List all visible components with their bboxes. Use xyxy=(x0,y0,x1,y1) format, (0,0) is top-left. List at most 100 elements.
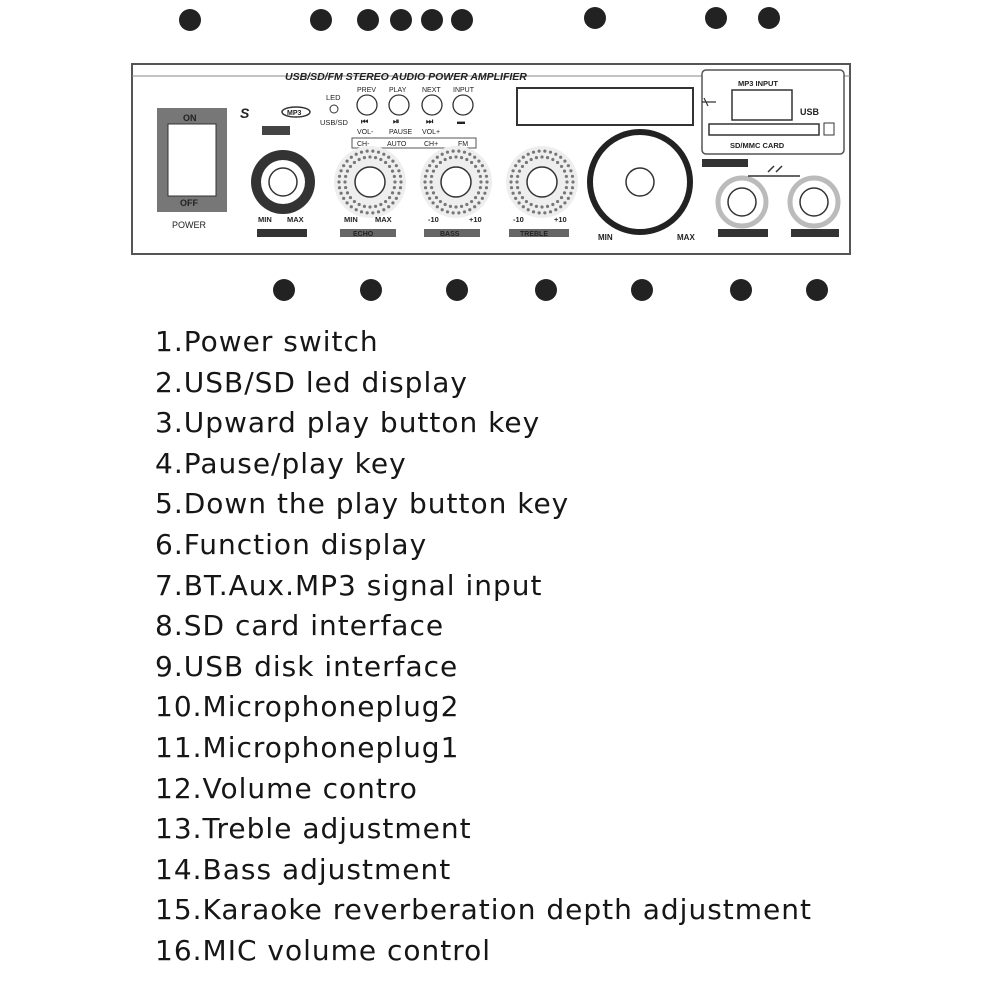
callout-marker-13 xyxy=(535,279,557,301)
callout-number: 2 xyxy=(317,13,324,28)
button-row2-label: AUTO xyxy=(387,141,407,148)
led-label: LED xyxy=(326,93,341,102)
button-bottom-label: VOL- xyxy=(357,129,374,136)
callout-marker-6 xyxy=(451,9,473,31)
mic-jack-label-bar xyxy=(702,159,748,167)
callout-marker-2 xyxy=(310,9,332,31)
callout-marker-15 xyxy=(360,279,382,301)
legend-item: 2.USB/SD led display xyxy=(155,365,468,399)
power-switch[interactable] xyxy=(167,123,217,197)
button-row2-label: CH- xyxy=(357,141,370,148)
callout-number: 10 xyxy=(811,287,823,298)
svg-text:ECHO: ECHO xyxy=(353,231,374,238)
callout-marker-14 xyxy=(446,279,468,301)
svg-text:MP3: MP3 xyxy=(287,110,302,117)
callout-number: 1 xyxy=(186,13,193,28)
button-top-label: NEXT xyxy=(422,87,441,94)
legend-item: 10.Microphoneplug2 xyxy=(155,690,460,724)
callout-marker-5 xyxy=(421,9,443,31)
callout-marker-3 xyxy=(357,9,379,31)
mic1-bar xyxy=(718,229,768,237)
legend-item: 15.Karaoke reverberation depth adjustmen… xyxy=(155,893,812,927)
callout-number: 6 xyxy=(458,13,465,28)
callout-marker-1 xyxy=(179,9,201,31)
callout-marker-16 xyxy=(273,279,295,301)
bass-name-bar xyxy=(424,229,480,237)
treble-name-bar xyxy=(509,229,569,237)
treble-max: +10 xyxy=(554,215,567,224)
treble-min: -10 xyxy=(513,215,524,224)
callout-number: 5 xyxy=(428,13,435,28)
button-top-label: PREV xyxy=(357,87,376,94)
function-button-4[interactable] xyxy=(452,94,474,116)
callout-marker-10 xyxy=(806,279,828,301)
function-button-2[interactable] xyxy=(388,94,410,116)
legend-item: 11.Microphoneplug1 xyxy=(155,730,460,764)
function-button-3[interactable] xyxy=(421,94,443,116)
control-knobs xyxy=(251,129,693,235)
mic-icon xyxy=(262,126,290,135)
power-off-label: OFF xyxy=(180,198,198,208)
callout-number: 15 xyxy=(365,287,377,298)
legend-item: 8.SD card interface xyxy=(155,609,445,643)
mp3-input-label: MP3 INPUT xyxy=(738,79,778,88)
callout-number: 11 xyxy=(736,287,747,298)
function-button-1[interactable] xyxy=(356,94,378,116)
button-symbol-icon: ▬ xyxy=(457,117,465,126)
power-on-label: ON xyxy=(183,113,197,123)
callout-number: 3 xyxy=(364,13,371,28)
callout-marker-4 xyxy=(390,9,412,31)
volume-min: MIN xyxy=(598,233,613,242)
bass-max: +10 xyxy=(469,215,482,224)
mic-symbol-icon xyxy=(748,165,800,177)
legend-item: 13.Treble adjustment xyxy=(155,812,472,846)
button-top-label: PLAY xyxy=(389,87,407,94)
amplifier-front-panel-diagram: USB/SD/FM STEREO AUDIO POWER AMPLIFIER O… xyxy=(131,7,851,301)
sd-card-slot[interactable] xyxy=(708,123,820,136)
callout-number: 7 xyxy=(591,11,598,26)
volume-max: MAX xyxy=(677,233,695,242)
sd-card-label: SD/MMC CARD xyxy=(730,141,785,150)
legend-item: 6.Function display xyxy=(155,527,428,561)
echo-min: MIN xyxy=(344,215,358,224)
usb-port[interactable] xyxy=(731,89,793,121)
callout-marker-9 xyxy=(758,7,780,29)
callout-number: 13 xyxy=(540,287,552,298)
button-top-label: INPUT xyxy=(453,87,475,94)
function-display xyxy=(516,87,694,126)
aux-icon xyxy=(702,97,716,107)
callout-number: 12 xyxy=(636,287,648,298)
usb-label: USB xyxy=(800,107,820,117)
panel-title: USB/SD/FM STEREO AUDIO POWER AMPLIFIER xyxy=(285,71,527,83)
callout-marker-7 xyxy=(584,7,606,29)
power-label: POWER xyxy=(172,220,207,230)
button-symbol-icon: ⏭ xyxy=(426,117,434,126)
callout-number: 8 xyxy=(712,11,719,26)
callout-number: 14 xyxy=(451,287,463,298)
button-symbol-icon: ⏯ xyxy=(393,117,399,126)
callout-number: 9 xyxy=(765,11,772,26)
mic-name-bar xyxy=(257,229,307,237)
echo-max: MAX xyxy=(375,215,392,224)
bass-min: -10 xyxy=(428,215,439,224)
legend-item: 3.Upward play button key xyxy=(155,406,541,440)
legend-item: 7.BT.Aux.MP3 signal input xyxy=(155,568,543,602)
mp3-logo xyxy=(281,106,311,118)
svg-text:BASS: BASS xyxy=(440,231,460,238)
legend-item: 4.Pause/play key xyxy=(155,446,407,480)
button-bottom-label: PAUSE xyxy=(389,129,413,136)
mic-min: MIN xyxy=(258,215,272,224)
svg-text:TREBLE: TREBLE xyxy=(520,231,548,238)
echo-name-bar xyxy=(340,229,396,237)
callout-marker-12 xyxy=(631,279,653,301)
legend-item: 5.Down the play button key xyxy=(155,487,570,521)
mic2-bar xyxy=(791,229,839,237)
led-sub-label: USB/SD xyxy=(320,118,349,127)
button-symbol-icon: ⏮ xyxy=(361,117,368,126)
legend-item: 12.Volume contro xyxy=(155,771,418,805)
legend-item: 14.Bass adjustment xyxy=(155,852,452,886)
